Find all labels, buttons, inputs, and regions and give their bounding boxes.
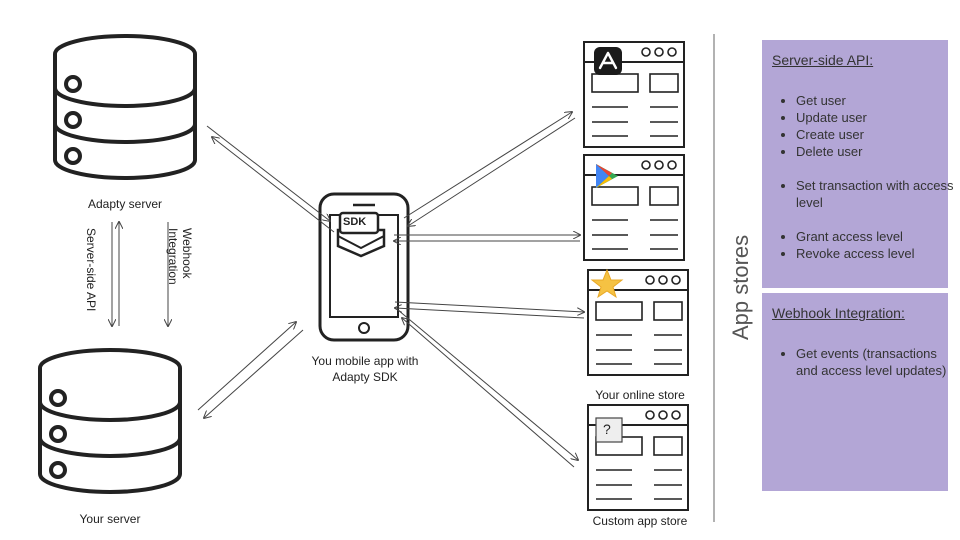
app-stores-label: App stores (728, 234, 753, 340)
adapty-server-database-icon (53, 34, 197, 180)
star-icon (590, 268, 624, 299)
your-server-label: Your server (79, 512, 141, 526)
list-item: Update user (796, 109, 956, 126)
question-mark-icon (595, 417, 623, 443)
list-item: Revoke access level (796, 245, 956, 262)
your-online-store-label: Your online store (595, 388, 685, 402)
adapty-server-label: Adapty server (87, 197, 163, 211)
list-item: Set transaction with access level (796, 177, 956, 211)
server-side-api-panel-title: Server-side API: (772, 52, 874, 68)
google-play-icon (596, 164, 618, 188)
server-side-api-label: Server-side API (84, 228, 98, 312)
question-mark-text: ? (603, 421, 611, 437)
webhook-integration-panel: Webhook Integration: Get events (transac… (762, 293, 948, 491)
list-item: Get user (796, 92, 956, 109)
webhook-integration-list: Get events (transactions and access leve… (776, 345, 960, 379)
app-store-icon (594, 47, 622, 75)
list-item: Delete user (796, 143, 956, 160)
list-item: Create user (796, 126, 956, 143)
list-item: Grant access level (796, 228, 956, 245)
sdk-label: SDK (343, 216, 367, 228)
custom-app-store-label: Custom app store (592, 514, 688, 528)
server-side-api-list: Get user Update user Create user Delete … (776, 92, 956, 262)
list-item: Get events (transactions and access leve… (796, 345, 960, 379)
mobile-app-label-line2: Adapty SDK (332, 370, 398, 384)
your-server-database-icon (38, 348, 182, 494)
sdk-envelope-icon (336, 211, 386, 258)
webhook-integration-label: Webhook Integration (166, 228, 194, 285)
mobile-app-label-line1: You mobile app with (311, 354, 419, 368)
webhook-integration-panel-title: Webhook Integration: (772, 305, 905, 321)
server-side-api-panel: Server-side API: Get user Update user Cr… (762, 40, 954, 288)
